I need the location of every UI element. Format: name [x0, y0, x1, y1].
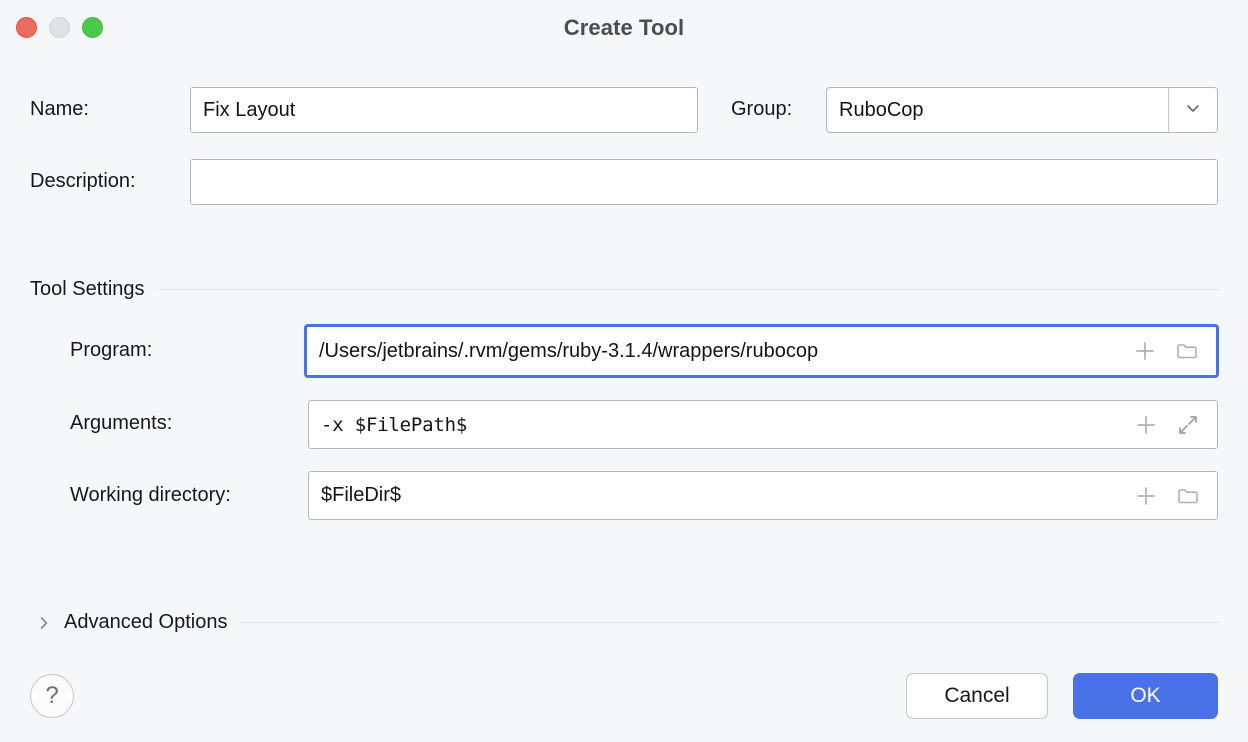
group-dropdown-button[interactable]	[1168, 88, 1217, 132]
insert-macro-icon[interactable]	[1133, 412, 1159, 438]
title-bar: Create Tool	[0, 0, 1248, 58]
advanced-options-title: Advanced Options	[64, 611, 228, 633]
program-input[interactable]: /Users/jetbrains/.rvm/gems/ruby-3.1.4/wr…	[305, 325, 1218, 377]
description-input[interactable]	[190, 159, 1218, 205]
insert-macro-icon[interactable]	[1132, 338, 1158, 364]
group-combobox[interactable]: RuboCop	[826, 87, 1218, 133]
help-button[interactable]: ?	[30, 674, 74, 718]
arguments-field-icons	[1133, 412, 1217, 438]
window-controls	[16, 17, 103, 38]
arguments-input-value: -x $FilePath$	[321, 413, 468, 436]
program-label: Program:	[70, 339, 153, 361]
name-input-value: Fix Layout	[203, 98, 296, 121]
section-divider	[158, 289, 1218, 290]
close-button[interactable]	[16, 17, 37, 38]
section-divider	[241, 622, 1218, 623]
working-directory-label: Working directory:	[70, 484, 231, 506]
arguments-input[interactable]: -x $FilePath$	[308, 400, 1218, 449]
group-combobox-value: RuboCop	[839, 98, 924, 121]
chevron-right-icon[interactable]	[36, 615, 52, 631]
group-label: Group:	[731, 98, 793, 120]
name-input[interactable]: Fix Layout	[190, 87, 698, 133]
arguments-label: Arguments:	[70, 412, 173, 434]
working-directory-input[interactable]: $FileDir$	[308, 471, 1218, 520]
question-mark-icon: ?	[45, 682, 59, 709]
advanced-options-section-header[interactable]: Advanced Options	[36, 611, 1218, 634]
window-title: Create Tool	[563, 15, 685, 40]
browse-folder-icon[interactable]	[1175, 483, 1201, 509]
program-input-value: /Users/jetbrains/.rvm/gems/ruby-3.1.4/wr…	[319, 339, 819, 362]
description-label: Description:	[30, 170, 136, 192]
program-field-icons	[1132, 338, 1216, 364]
ok-button[interactable]: OK	[1073, 673, 1218, 719]
browse-folder-icon[interactable]	[1174, 338, 1200, 364]
expand-editor-icon[interactable]	[1175, 412, 1201, 438]
tool-settings-section-header: Tool Settings	[30, 278, 1218, 301]
chevron-down-icon	[1183, 98, 1203, 123]
working-directory-field-icons	[1133, 483, 1217, 509]
working-directory-input-value: $FileDir$	[321, 484, 402, 506]
cancel-button[interactable]: Cancel	[906, 673, 1048, 719]
name-label: Name:	[30, 98, 89, 120]
insert-macro-icon[interactable]	[1133, 483, 1159, 509]
minimize-button[interactable]	[49, 17, 70, 38]
tool-settings-title: Tool Settings	[30, 278, 145, 300]
maximize-button[interactable]	[82, 17, 103, 38]
